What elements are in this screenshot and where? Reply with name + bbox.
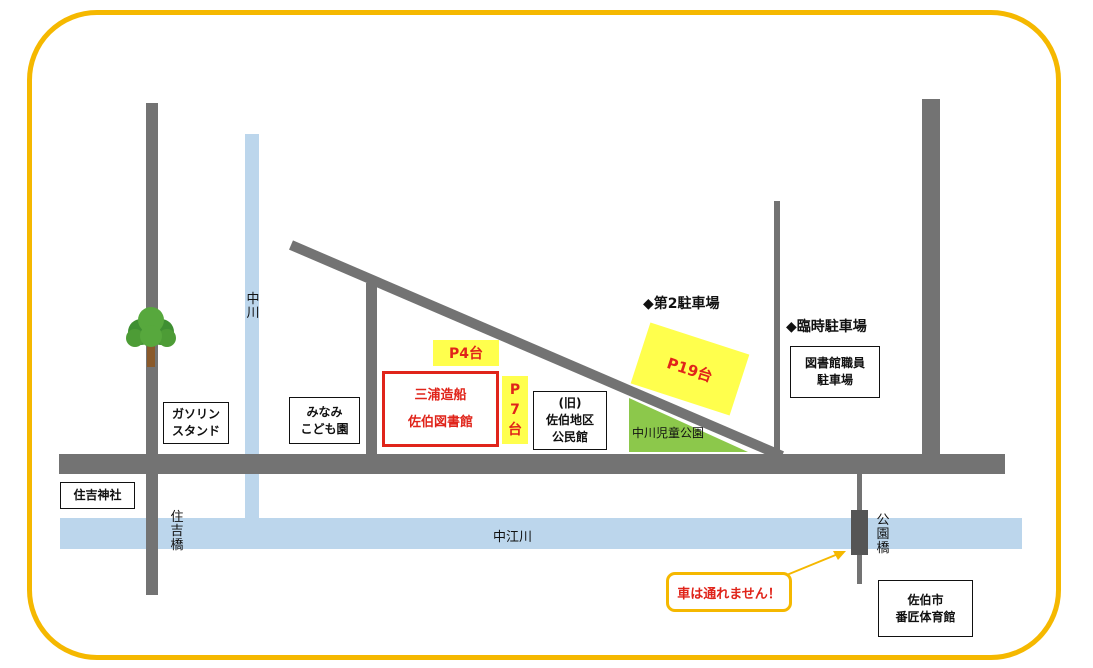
children-park-label: 中川児童公園 (632, 426, 705, 440)
staff-parking-box: 図書館職員 駐車場 (790, 346, 880, 398)
naka-gawa-label: 中川 (246, 292, 260, 321)
children-park-area (629, 398, 748, 452)
gymnasium-box: 佐伯市 番匠体育館 (878, 580, 973, 637)
library-line2: 佐伯図書館 (407, 415, 473, 430)
koen-bridge-structure (851, 510, 868, 555)
sumiyoshi-shrine-box: 住吉神社 (60, 482, 135, 509)
koen-bridge-label: 公園橋 (876, 513, 890, 556)
naka-gawa-river (245, 134, 259, 518)
mid-vertical-road (366, 283, 377, 456)
library-line1: 三浦造船 (414, 388, 467, 403)
no-cars-notice: 車は通れません！ (666, 572, 792, 612)
sahaku-library[interactable]: 三浦造船 佐伯図書館 (382, 371, 499, 447)
sumiyoshi-bridge-label: 住吉橋 (170, 510, 184, 553)
tree-icon (126, 307, 176, 367)
parking-p4: P4台 (433, 340, 499, 366)
minami-kodomo-box: みなみ こども園 (289, 397, 360, 444)
thin-vertical-road (774, 201, 780, 456)
naka-e-gawa-label: 中江川 (493, 530, 533, 545)
temporary-parking-label: ◆臨時駐車場 (786, 319, 867, 335)
right-vertical-road (922, 99, 940, 456)
parking-p7: P 7 台 (502, 376, 528, 444)
community-hall-box: (旧) 佐伯地区 公民館 (533, 391, 607, 450)
diagonal-road (289, 240, 784, 461)
second-parking-label: ◆第2駐車場 (643, 296, 720, 312)
map-frame (27, 10, 1061, 660)
gas-station-box: ガソリン スタンド (163, 402, 229, 444)
main-road (59, 454, 1005, 474)
